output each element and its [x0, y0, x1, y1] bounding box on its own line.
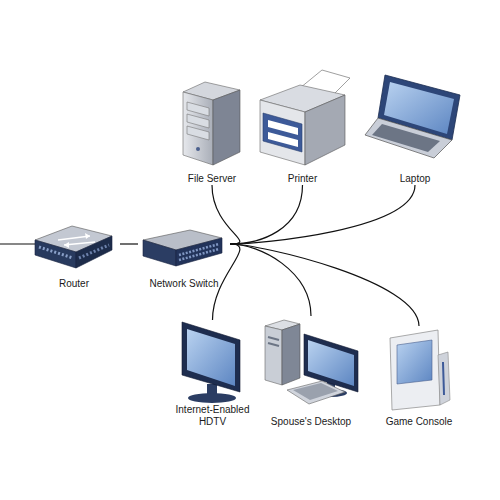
device-label: File Server [188, 173, 236, 185]
uplink-wire [0, 243, 36, 244]
device-label: Network Switch [150, 278, 219, 290]
router-node: Router [28, 222, 120, 290]
laptop-icon [365, 75, 460, 158]
device-label: Laptop [400, 173, 431, 185]
device-label: Router [59, 278, 89, 290]
network-cable [230, 244, 419, 326]
device-label: Printer [288, 173, 317, 185]
device-label: Spouse's Desktop [271, 416, 351, 428]
printer-node: Printer [255, 68, 350, 185]
printer-icon [260, 70, 350, 165]
switch-icon [143, 230, 222, 266]
switch-node: Network Switch [138, 228, 230, 290]
router-icon [35, 226, 112, 268]
laptop-node: Laptop [365, 68, 465, 185]
server-icon [183, 82, 240, 165]
network-cable [212, 185, 240, 244]
tv-node: Internet-Enabled HDTV [165, 320, 260, 428]
network-cable [230, 185, 303, 244]
network-cable [230, 185, 415, 244]
network-cable [230, 244, 311, 316]
device-label: Internet-Enabled HDTV [165, 404, 260, 428]
network-cable [120, 243, 138, 244]
server-node: File Server [172, 78, 252, 185]
console-icon [390, 330, 450, 410]
device-label: Game Console [386, 416, 453, 428]
desktop-icon [265, 320, 358, 404]
tv-icon [182, 322, 240, 403]
console-node: Game Console [378, 326, 460, 428]
desktop-node: Spouse's Desktop [255, 316, 367, 428]
